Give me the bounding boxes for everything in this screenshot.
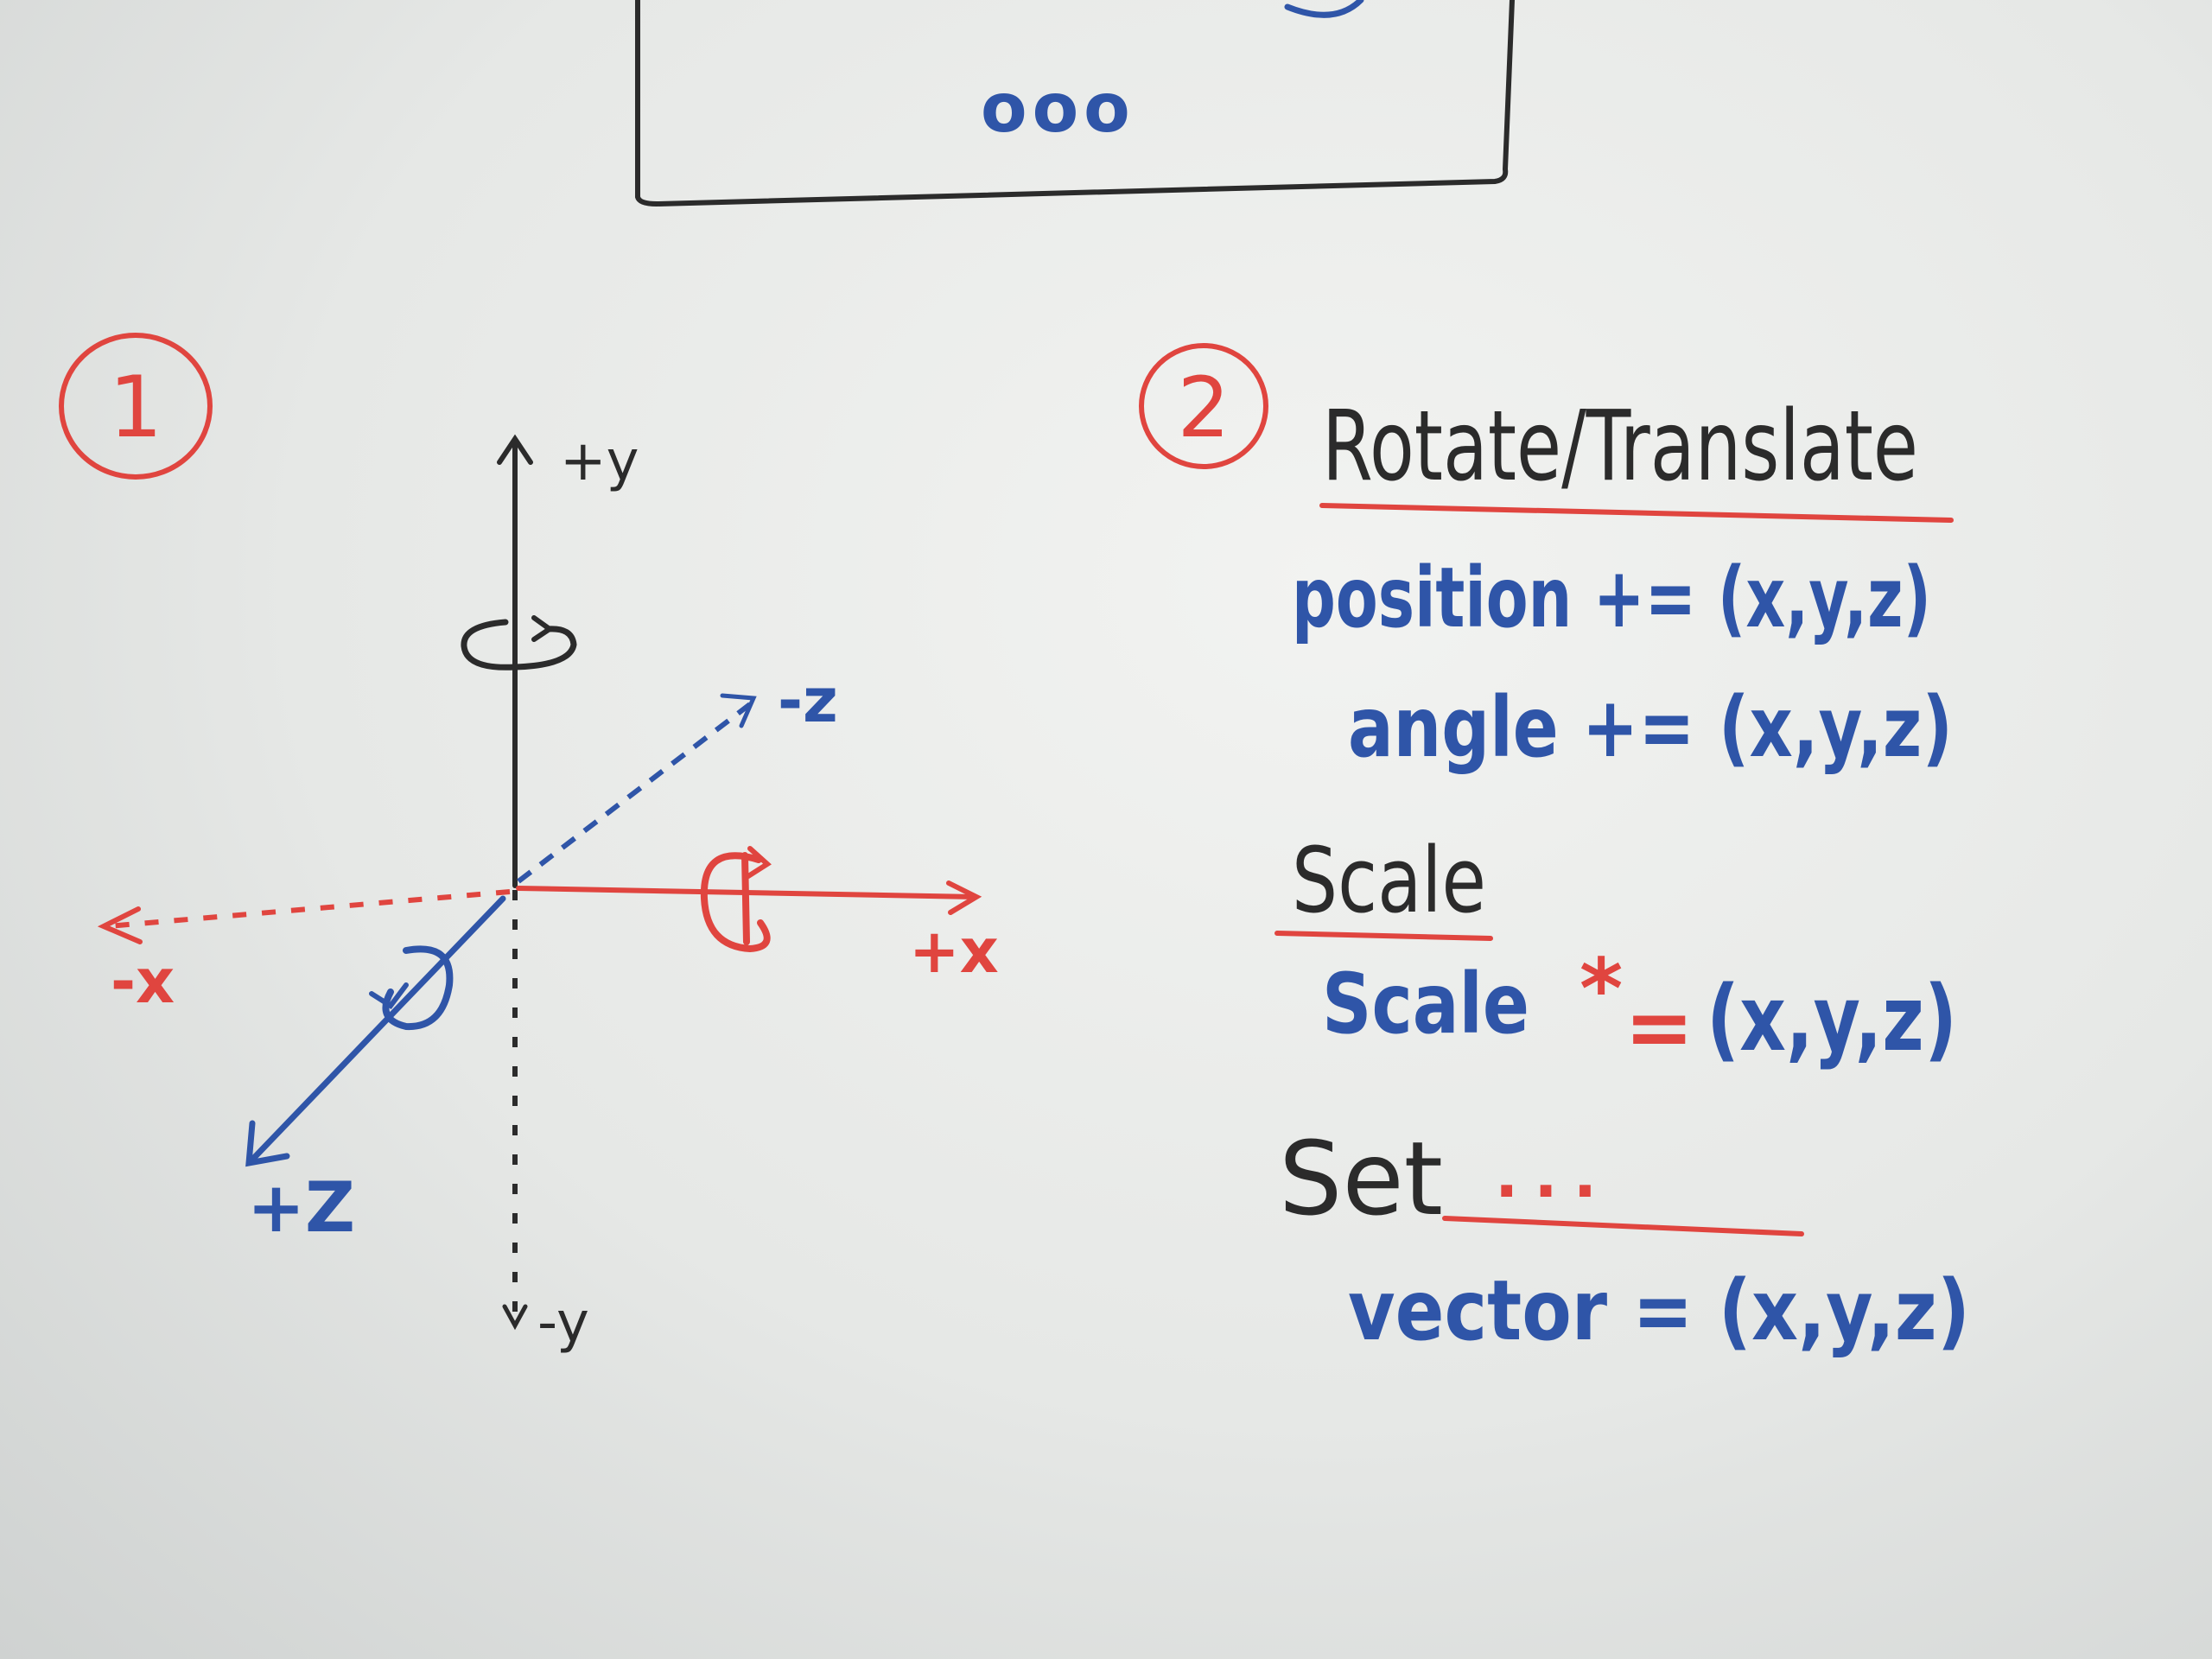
set-underline (1442, 1216, 1804, 1236)
scale-line-right: (x,y,z) (1707, 966, 1957, 1071)
pos-x-label: +x (909, 916, 999, 987)
neg-z-axis (517, 702, 752, 884)
set-heading-dots: ... (1495, 1139, 1612, 1211)
vector-line: vector = (x,y,z) (1348, 1262, 1970, 1359)
pos-z-arrowhead (245, 1120, 290, 1167)
position-line: position += (x,y,z) (1292, 550, 1931, 646)
rotate-translate-heading: Rotate/Translate (1322, 391, 1918, 503)
y-rotation-icon (461, 619, 577, 671)
pos-y-label: +y (560, 429, 639, 493)
section-2-number: 2 (1177, 359, 1230, 456)
set-block: Set ... vector = (x,y,z) (1279, 1119, 1970, 1359)
section-1-number: 1 (109, 359, 162, 457)
pos-z-axis (249, 895, 506, 1163)
neg-x-arrowhead (97, 906, 143, 944)
axes-diagram: +y -y +x -x +Z -z (97, 429, 999, 1355)
neg-x-axis (107, 889, 511, 929)
neg-z-arrowhead (720, 693, 757, 728)
scale-block: Scale Scale * = (x,y,z) (1274, 828, 1957, 1076)
section-1-badge: 1 (59, 333, 213, 480)
scale-operator-star: * (1580, 941, 1623, 1038)
scale-line-left: Scale (1322, 956, 1529, 1052)
neg-x-label: -x (111, 946, 175, 1017)
z-rotation-icon (382, 945, 454, 1031)
pos-z-label: +Z (247, 1167, 355, 1248)
rotate-translate-underline (1319, 503, 1954, 523)
angle-line: angle += (x,y,z) (1348, 679, 1953, 776)
top-box: ooo (635, 0, 1515, 207)
pos-y-arrowhead (497, 434, 533, 465)
top-box-dots: ooo (981, 70, 1135, 148)
neg-y-arrowhead (502, 1304, 528, 1331)
pos-x-arrowhead (946, 880, 982, 915)
neg-z-label: -z (778, 665, 838, 736)
neg-y-label: -y (537, 1291, 589, 1355)
x-rotation-icon (700, 852, 771, 953)
scale-underline (1274, 931, 1493, 941)
scale-operator-eq: = (1624, 979, 1694, 1076)
rotate-translate-block: Rotate/Translate position += (x,y,z) ang… (1292, 391, 1954, 776)
scale-heading: Scale (1292, 828, 1486, 933)
section-2-badge: 2 (1139, 343, 1268, 469)
set-heading: Set (1279, 1119, 1443, 1238)
